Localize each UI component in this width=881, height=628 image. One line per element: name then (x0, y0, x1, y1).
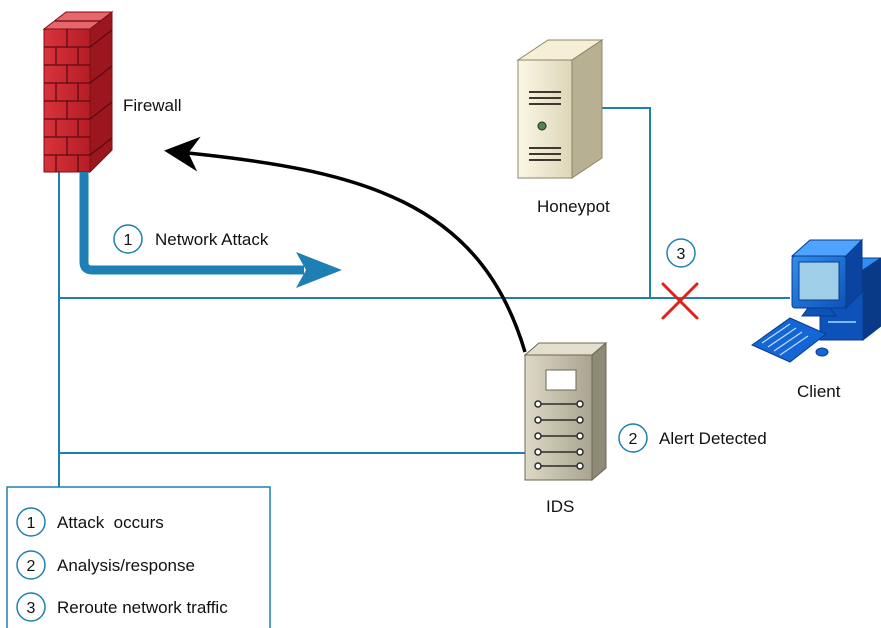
callout-alert-detected: 2 Alert Detected (618, 423, 767, 453)
legend-number-circle (16, 507, 46, 537)
callout-text: Network Attack (155, 230, 269, 249)
firewall-label: Firewall (123, 96, 182, 115)
callout-number: 2 (629, 431, 638, 448)
callout-reroute: 3 (666, 238, 696, 268)
callout-number-circle (618, 423, 648, 453)
legend-text: Attack occurs (57, 513, 164, 532)
ids-appliance-icon (523, 341, 608, 482)
legend-border (6, 486, 271, 628)
callout-number: 1 (124, 232, 133, 249)
desktop-computer-icon (750, 238, 881, 363)
legend-text: Analysis/response (57, 556, 195, 575)
legend-number-circle (16, 550, 46, 580)
response-arrow (164, 136, 527, 353)
legend-number: 3 (27, 600, 36, 617)
callout-text: Alert Detected (659, 429, 767, 448)
firewall-icon (42, 10, 114, 174)
legend-number: 2 (27, 558, 36, 575)
legend-item: 2 Analysis/response (16, 550, 195, 580)
legend-item: 1 Attack occurs (16, 507, 164, 537)
ids-label: IDS (546, 497, 574, 516)
honeypot-label: Honeypot (537, 197, 610, 216)
client-label: Client (797, 382, 841, 401)
callout-number-circle (666, 238, 696, 268)
x-mark-icon (661, 282, 699, 320)
legend: 1 Attack occurs 2 Analysis/response 3 Re… (6, 486, 271, 628)
callout-number-circle (113, 224, 143, 254)
network-wires (58, 107, 790, 487)
legend-number-circle (16, 592, 46, 622)
server-tower-icon (516, 39, 604, 179)
honeypot-link-line (597, 107, 651, 298)
network-attack-arrow (79, 172, 342, 288)
legend-item: 3 Reroute network traffic (16, 592, 228, 622)
callout-network-attack: 1 Network Attack (113, 224, 269, 254)
legend-number: 1 (27, 515, 36, 532)
legend-text: Reroute network traffic (57, 598, 228, 617)
callout-number: 3 (677, 246, 686, 263)
